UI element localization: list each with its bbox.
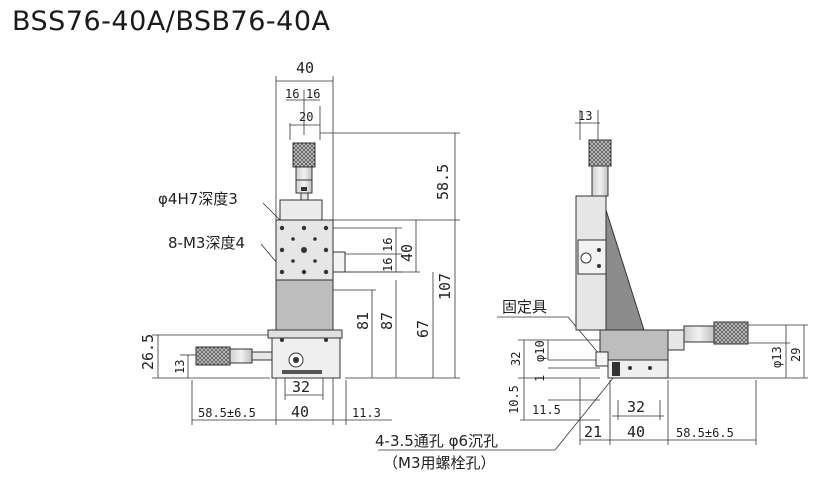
callout-fixture: 固定具 (502, 298, 547, 316)
callout-tapped-holes: 8-M3深度4 (168, 234, 245, 252)
side-lock (595, 351, 609, 367)
front-top-block (279, 199, 323, 221)
front-dim-58-5: 58.5 (434, 164, 452, 200)
side-dim-29: 29 (789, 348, 803, 362)
callout-pin-hole: φ4H7深度3 (158, 190, 238, 208)
front-dimension-lines (152, 76, 460, 425)
front-mounting-holes (279, 225, 329, 275)
front-dim-40b: 40 (291, 403, 309, 421)
drawing-title: BSS76-40A/BSB76-40A (12, 6, 331, 37)
front-dim-32: 32 (292, 378, 310, 396)
front-dim-87: 87 (378, 312, 396, 330)
side-dim-phi10: φ10 (533, 340, 547, 362)
front-dim-20: 20 (299, 110, 313, 124)
side-base (607, 359, 669, 379)
note-bolt-hole: （M3用螺栓孔） (383, 454, 496, 472)
front-top-micrometer (292, 142, 316, 203)
front-dim-16b: 16 (306, 87, 320, 101)
front-dim-107: 107 (436, 273, 454, 300)
side-view: 13 32 φ10 1 10.5 11.5 φ13 29 32 21 40 58… (378, 109, 808, 451)
side-dim-stroke: 58.5±6.5 (676, 426, 734, 440)
front-clamp (332, 251, 346, 273)
side-dimension-lines (378, 110, 808, 451)
side-dim-40: 40 (627, 423, 645, 441)
note-through-hole: 4-3.5通孔 φ6沉孔 (375, 432, 498, 450)
front-dim-11-3: 11.3 (352, 406, 381, 420)
side-right-micrometer (667, 321, 749, 351)
front-body-mid (275, 279, 334, 331)
front-dim-16c: 16 (381, 238, 395, 252)
side-dim-phi13: φ13 (770, 346, 784, 368)
front-side-micrometer (195, 346, 273, 366)
front-dim-16d: 16 (381, 258, 395, 272)
side-angle-bracket (605, 209, 645, 331)
side-dim-11-5: 11.5 (532, 403, 561, 417)
front-dim-stroke: 58.5±6.5 (198, 406, 256, 420)
front-dim-13: 13 (173, 360, 187, 374)
front-base-details (280, 338, 328, 374)
front-dim-16a: 16 (285, 87, 299, 101)
front-dim-81: 81 (354, 312, 372, 330)
front-dim-40: 40 (398, 244, 416, 262)
side-dim-21: 21 (584, 423, 602, 441)
side-carriage-details (580, 248, 601, 268)
side-base-details (612, 362, 652, 376)
side-base-plate (599, 329, 669, 361)
side-dim-13-top: 13 (578, 109, 592, 123)
front-dim-67: 67 (414, 320, 432, 338)
front-base-plate (267, 329, 343, 339)
side-dim-1: 1 (533, 375, 547, 382)
front-dim-26-5: 26.5 (139, 334, 157, 370)
side-dim-10-5: 10.5 (507, 385, 521, 414)
front-view: 40 16 16 20 58.5 16 16 40 107 81 87 67 2… (139, 59, 460, 425)
side-dim-32b: 32 (627, 398, 645, 416)
side-dim-32: 32 (509, 352, 523, 366)
front-width-40: 40 (296, 59, 314, 77)
